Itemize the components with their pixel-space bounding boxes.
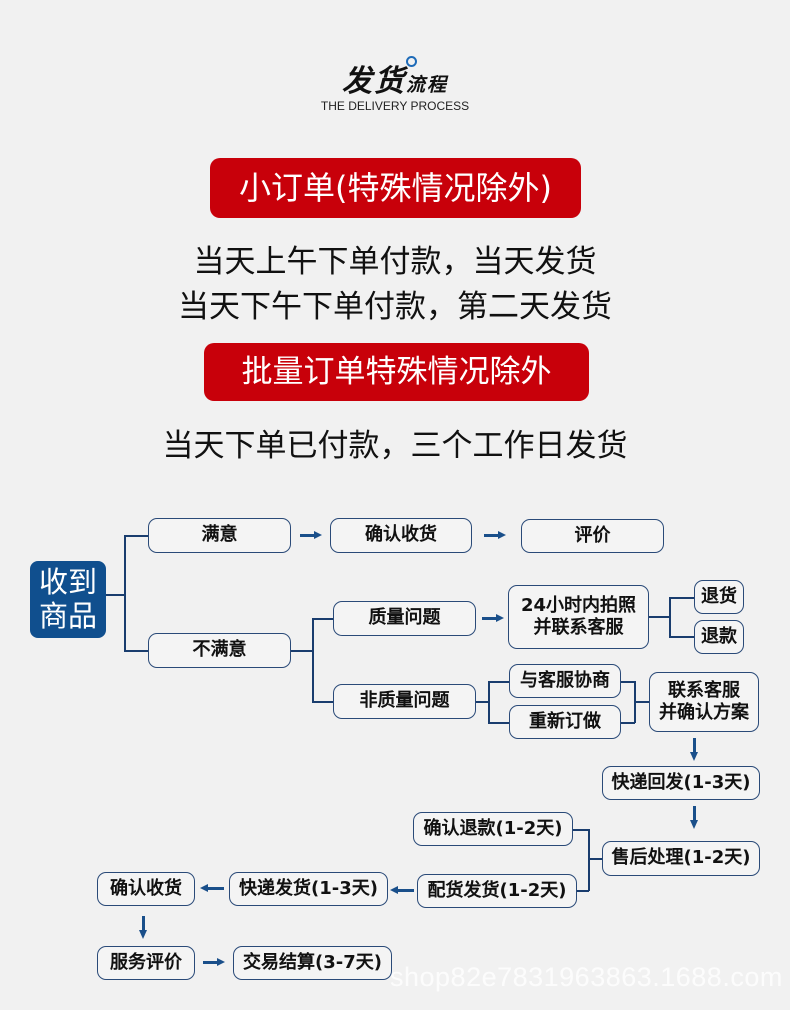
arrow-right-icon (482, 614, 504, 623)
node-confirm-receipt-top: 确认收货 (330, 518, 472, 553)
node-settlement: 交易结算(3-7天) (233, 946, 392, 980)
node-return-goods: 退货 (694, 580, 744, 614)
arrow-down-icon (690, 806, 699, 830)
bulk-order-line-1: 当天下单已付款，三个工作日发货 (162, 428, 628, 464)
node-after-sales: 售后处理(1-2天) (602, 841, 760, 876)
bulk-order-banner: 批量订单特殊情况除外 (204, 343, 589, 401)
watermark: shop82e7831963863.1688.com (390, 962, 783, 992)
page-title: 发货流程 (0, 56, 790, 100)
node-contact-confirm: 联系客服并确认方案 (649, 672, 759, 732)
node-negotiate: 与客服协商 (509, 664, 621, 698)
node-quality-issue: 质量问题 (333, 601, 476, 636)
title-sub: 流程 (405, 74, 448, 96)
node-refund: 退款 (694, 620, 744, 654)
contact-confirm-line-2: 并确认方案 (659, 702, 749, 723)
arrow-right-icon (203, 958, 227, 967)
node-confirm-refund: 确认退款(1-2天) (413, 812, 573, 846)
photo-contact-line-1: 24小时内拍照 (520, 594, 637, 616)
photo-contact-line-2: 并联系客服 (533, 617, 624, 638)
small-order-banner: 小订单(特殊情况除外) (210, 158, 581, 218)
arrow-down-icon (139, 916, 148, 940)
node-prepare-ship: 配货发货(1-2天) (417, 874, 577, 908)
node-satisfied: 满意 (148, 518, 291, 553)
root-line-1: 收到 (38, 565, 97, 600)
small-order-line-2: 当天下午下单付款，第二天发货 (178, 289, 612, 325)
node-remake: 重新订做 (509, 705, 621, 739)
arrow-left-icon (200, 884, 224, 893)
node-received-goods: 收到商品 (30, 561, 106, 638)
node-non-quality-issue: 非质量问题 (333, 684, 476, 719)
node-service-review: 服务评价 (97, 946, 195, 980)
title-main: 发货 (341, 64, 406, 99)
title-dot-icon (406, 56, 417, 67)
arrow-right-icon (300, 531, 322, 540)
node-photo-contact: 24小时内拍照并联系客服 (508, 585, 649, 649)
contact-confirm-line-1: 联系客服 (668, 679, 740, 701)
node-express-return: 快递回发(1-3天) (602, 766, 760, 800)
node-review: 评价 (521, 519, 664, 553)
page-subtitle: THE DELIVERY PROCESS (320, 99, 470, 113)
node-unsatisfied: 不满意 (148, 633, 291, 668)
arrow-left-icon (390, 886, 414, 895)
arrow-down-icon (690, 738, 699, 762)
node-express-ship: 快递发货(1-3天) (229, 872, 388, 906)
small-order-line-1: 当天上午下单付款，当天发货 (193, 244, 597, 280)
root-line-2: 商品 (38, 598, 97, 633)
arrow-right-icon (484, 531, 506, 540)
node-confirm-receipt-bottom: 确认收货 (97, 872, 195, 906)
